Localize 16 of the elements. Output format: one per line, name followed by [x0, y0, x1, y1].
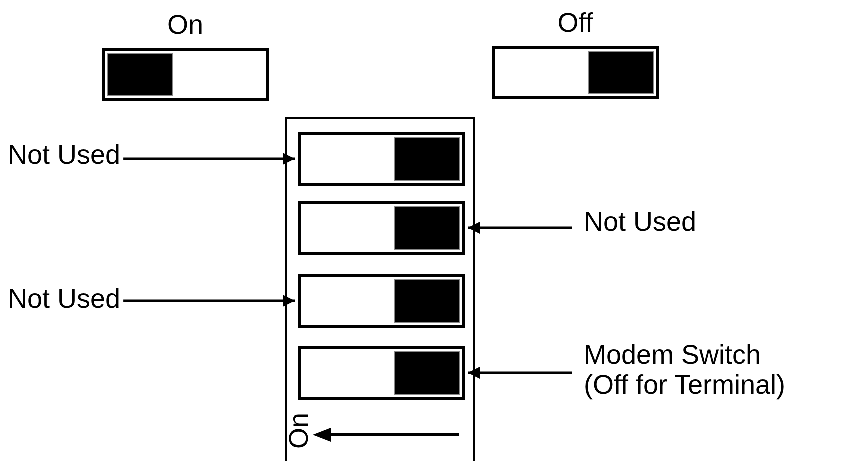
callout-text: Modem Switch (Off for Terminal) [584, 340, 803, 400]
callout-text: Not Used [584, 207, 697, 237]
switch-label: Off [556, 8, 594, 38]
callout-text: Not Used [8, 140, 121, 170]
dip-switch [298, 132, 465, 186]
dip-switch [298, 346, 465, 400]
arrow [124, 153, 295, 165]
dip-switch [298, 274, 465, 328]
arrow [124, 295, 295, 307]
switch-label: On [166, 10, 205, 40]
callout-text: Not Used [8, 284, 121, 314]
on-label: On [284, 412, 314, 451]
dip-switch-housing [285, 117, 475, 461]
arrow [468, 367, 572, 379]
arrow [468, 222, 572, 234]
dip-switch [298, 201, 465, 255]
